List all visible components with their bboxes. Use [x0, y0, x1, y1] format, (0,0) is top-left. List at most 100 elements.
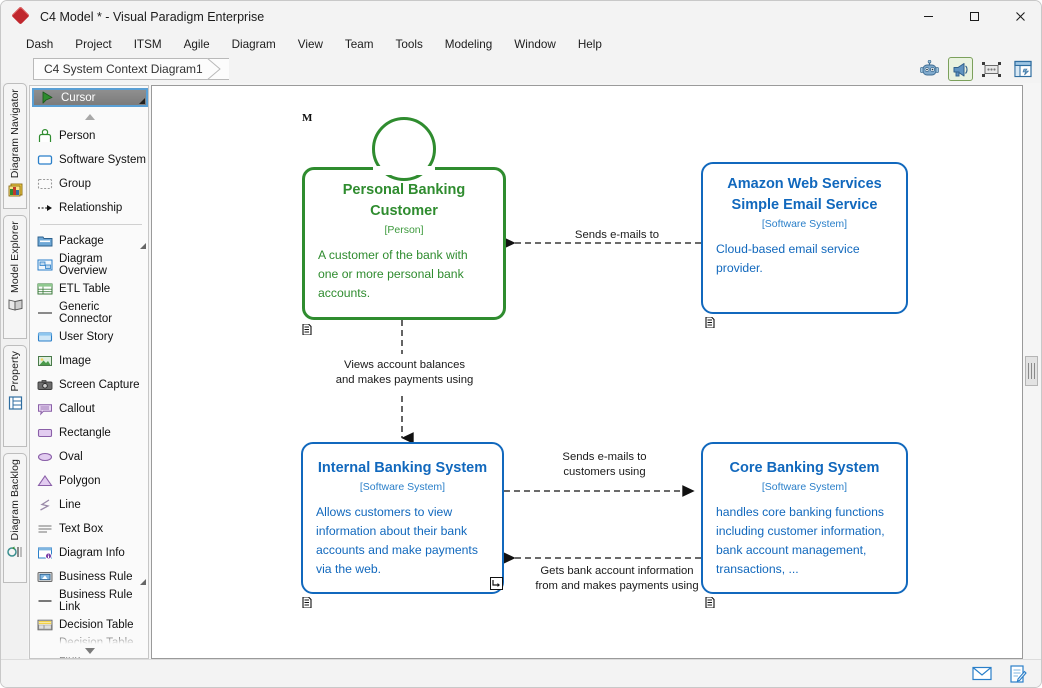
menu-item-team[interactable]: Team — [344, 37, 374, 51]
line-icon — [36, 498, 53, 513]
palette-item-oval[interactable]: Oval — [30, 445, 148, 469]
property-label: Property — [9, 351, 21, 392]
fit-to-frame-icon[interactable] — [979, 57, 1004, 81]
node-core-banking-system[interactable]: Core Banking System [Software System] ha… — [701, 442, 908, 594]
window-title: C4 Model * - Visual Paradigm Enterprise — [40, 9, 265, 24]
palette-item-business-rule-link[interactable]: Business Rule Link — [30, 589, 148, 613]
menu-item-view[interactable]: View — [297, 37, 323, 51]
node-description: handles core banking functions including… — [716, 504, 885, 576]
side-tab-rail: Diagram Navigator Model Explorer — [1, 83, 28, 661]
palette-item-decision-table[interactable]: Decision Table — [30, 613, 148, 637]
diagram-canvas-area[interactable]: M Personal Banking Customer [Person] A c… — [151, 85, 1023, 659]
business-rule-expand-corner-icon[interactable] — [140, 579, 146, 585]
menu-item-diagram[interactable]: Diagram — [231, 37, 276, 51]
palette-item-list: Person Software System Group Relationshi… — [30, 124, 148, 658]
palette-item-callout[interactable]: Callout — [30, 397, 148, 421]
palette-item-diagram-info[interactable]: Diagram Info — [30, 541, 148, 565]
palette-item-diagram-overview[interactable]: Diagram Overview — [30, 253, 148, 277]
document-tab-label: C4 System Context Diagram1 — [44, 62, 203, 76]
ai-assistant-icon[interactable] — [917, 57, 942, 81]
mail-envelope-icon[interactable] — [971, 664, 993, 684]
menu-item-modeling[interactable]: Modeling — [444, 37, 493, 51]
palette-item-screen-capture[interactable]: Screen Capture — [30, 373, 148, 397]
palette-item-generic-connector[interactable]: Generic Connector — [30, 301, 148, 325]
panel-layout-icon[interactable] — [1010, 57, 1035, 81]
palette-item-label: Diagram Info — [59, 547, 125, 559]
edit-note-icon[interactable] — [1007, 664, 1029, 684]
generic-connector-icon — [36, 306, 53, 321]
node-doc-marker-icon — [705, 315, 715, 333]
node-title: Core Banking System — [729, 460, 880, 476]
palette-item-user-story[interactable]: User Story — [30, 325, 148, 349]
palette-item-business-rule[interactable]: Business Rule — [30, 565, 148, 589]
relationship-label-ses-to-customer[interactable]: Sends e-mails to — [574, 229, 660, 241]
palette-item-label: Diagram Overview — [59, 253, 107, 277]
palette-item-relationship[interactable]: Relationship — [30, 196, 148, 220]
relationship-label-internal-to-core[interactable]: Sends e-mails to customers using — [562, 451, 647, 479]
rectangle-icon — [36, 426, 53, 441]
diagram-info-icon — [36, 546, 53, 561]
diagram-backlog-icon — [6, 544, 24, 565]
relationship-label-core-to-internal[interactable]: Gets bank account information from and m… — [535, 565, 699, 593]
palette-item-label: Generic Connector — [59, 301, 113, 325]
palette-item-line[interactable]: Line — [30, 493, 148, 517]
close-button[interactable] — [997, 1, 1041, 32]
palette-item-group[interactable]: Group — [30, 172, 148, 196]
sidebar-item-diagram-navigator[interactable]: Diagram Navigator — [3, 83, 27, 209]
palette-item-person[interactable]: Person — [30, 124, 148, 148]
menu-item-tools[interactable]: Tools — [395, 37, 423, 51]
sidebar-item-property[interactable]: Property — [3, 345, 27, 447]
decision-table-icon — [36, 618, 53, 633]
maximize-button[interactable] — [951, 1, 997, 32]
palette-item-rectangle[interactable]: Rectangle — [30, 421, 148, 445]
diagram-backlog-label: Diagram Backlog — [9, 459, 21, 541]
palette-item-text-box[interactable]: Text Box — [30, 517, 148, 541]
palette-item-etl-table[interactable]: ETL Table — [30, 277, 148, 301]
sidebar-item-model-explorer[interactable]: Model Explorer — [3, 215, 27, 339]
relationship-label-customer-to-internal[interactable]: Views account balances and makes payment… — [335, 359, 474, 387]
package-expand-corner-icon[interactable] — [140, 243, 146, 249]
palette-scroll-down-button[interactable] — [30, 644, 148, 657]
node-personal-banking-customer[interactable]: Personal Banking Customer [Person] A cus… — [302, 117, 506, 320]
image-icon — [36, 354, 53, 369]
node-amazon-web-services-ses[interactable]: Amazon Web Services Simple Email Service… — [701, 162, 908, 314]
menu-item-dash[interactable]: Dash — [26, 37, 54, 51]
business-rule-icon — [36, 570, 53, 585]
menu-item-help[interactable]: Help — [577, 37, 602, 51]
menu-item-window[interactable]: Window — [514, 37, 556, 51]
minimize-button[interactable] — [905, 1, 951, 32]
window-controls — [905, 1, 1041, 32]
palette-item-label: Polygon — [59, 475, 101, 487]
palette-item-label: Image — [59, 355, 91, 367]
polygon-icon — [36, 474, 53, 489]
diagram-navigator-icon — [7, 182, 24, 203]
palette-item-label: Package — [59, 235, 104, 247]
palette-tool-cursor[interactable]: Cursor — [32, 88, 148, 107]
announcement-megaphone-icon[interactable] — [948, 57, 973, 81]
palette-scroll-up-button[interactable] — [30, 110, 148, 123]
palette-item-label: Person — [59, 130, 96, 142]
menu-item-project[interactable]: Project — [75, 37, 112, 51]
node-stereotype: [Person] — [384, 224, 424, 237]
node-nested-diagram-icon[interactable] — [490, 577, 503, 595]
node-internal-banking-system[interactable]: Internal Banking System [Software System… — [301, 442, 504, 594]
callout-icon — [36, 402, 53, 417]
user-story-icon — [36, 330, 53, 345]
group-shape-icon — [36, 177, 53, 192]
status-bar — [1, 659, 1041, 687]
scroll-down-arrow-icon — [85, 647, 95, 654]
document-tab[interactable]: C4 System Context Diagram1 — [33, 58, 229, 80]
palette-item-polygon[interactable]: Polygon — [30, 469, 148, 493]
palette-separator — [40, 224, 142, 225]
sidebar-item-diagram-backlog[interactable]: Diagram Backlog — [3, 453, 27, 583]
palette-item-software-system[interactable]: Software System — [30, 148, 148, 172]
menu-item-agile[interactable]: Agile — [183, 37, 210, 51]
palette-item-package[interactable]: Package — [30, 229, 148, 253]
palette-item-label: Business Rule Link — [59, 589, 133, 613]
palette-item-image[interactable]: Image — [30, 349, 148, 373]
menu-item-itsm[interactable]: ITSM — [133, 37, 162, 51]
business-rule-link-icon — [36, 594, 53, 609]
cursor-expand-corner-icon[interactable] — [139, 98, 145, 104]
right-panel-splitter-handle[interactable] — [1025, 356, 1038, 386]
model-explorer-label: Model Explorer — [9, 221, 21, 294]
